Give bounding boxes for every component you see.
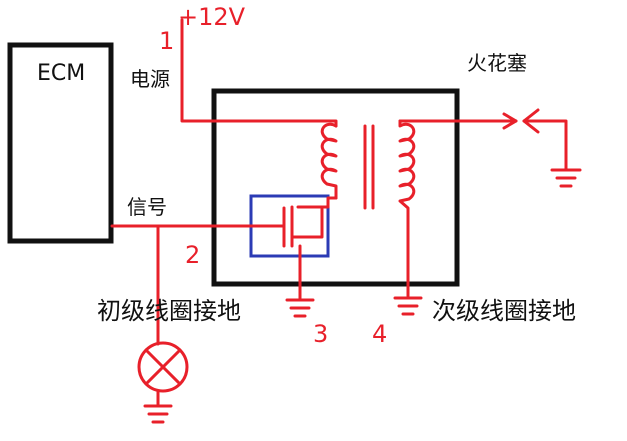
ecm-box — [7, 42, 114, 244]
node-2-label: 2 — [185, 241, 200, 269]
transistor-source-wire — [290, 207, 324, 239]
primary-coil-icon — [320, 122, 338, 200]
primary-ground-icon — [285, 298, 315, 318]
secondary-coil-icon — [398, 119, 416, 298]
secondary-ground-icon — [393, 296, 423, 316]
red-wiring — [110, 18, 582, 424]
node-3-label: 3 — [313, 320, 328, 348]
lamp-ground-icon — [143, 404, 173, 424]
spark-plug-ground-wire — [522, 119, 568, 172]
test-lamp-cross-b — [144, 348, 182, 386]
supply-voltage-label: +12V — [178, 3, 246, 31]
node-4-label: 4 — [372, 320, 387, 348]
coil-module-box — [211, 88, 460, 287]
power-wire — [180, 18, 338, 128]
signal-label: 信号 — [127, 195, 167, 219]
ecm-label: ECM — [37, 61, 85, 86]
secondary-ground-label: 次级线圈接地 — [432, 297, 576, 325]
collector-wire — [296, 196, 338, 209]
primary-ground-label: 初级线圈接地 — [97, 297, 241, 325]
power-label: 电源 — [130, 67, 170, 91]
spark-plug-arrow-icon — [502, 112, 518, 130]
node-1-label: 1 — [159, 27, 174, 55]
spark-plug-ground-icon — [550, 168, 582, 188]
spark-plug-label: 火花塞 — [467, 51, 527, 75]
test-lamp-icon — [137, 341, 189, 393]
